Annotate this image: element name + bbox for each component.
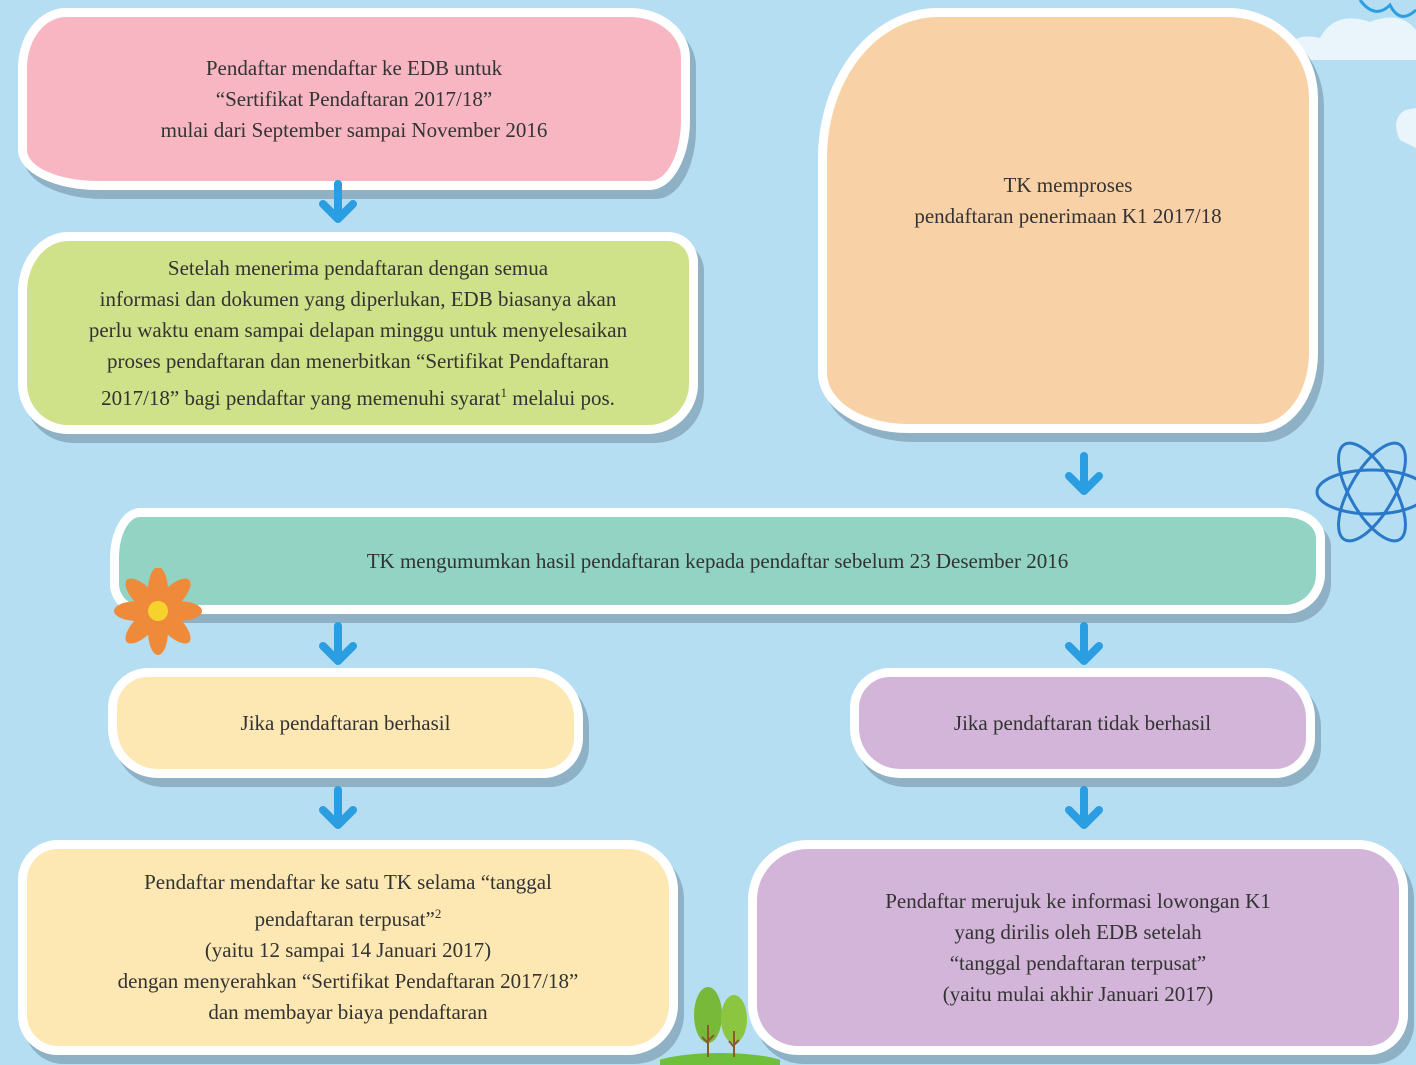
step-tk-process-text: TK memproses pendaftaran penerimaan K1 2…: [914, 172, 1222, 228]
down-arrow-icon: [319, 180, 357, 223]
step-success-detail-a: Pendaftar mendaftar ke satu TK selama “t…: [144, 870, 552, 931]
step-edb-process-text: Setelah menerima pendaftaran dengan semu…: [89, 253, 627, 414]
step-edb-process-box: Setelah menerima pendaftaran dengan semu…: [18, 232, 698, 434]
down-arrow-icon: [1065, 622, 1103, 665]
step-fail-text: Jika pendaftaran tidak berhasil: [953, 710, 1212, 735]
flower-icon: [114, 568, 202, 655]
step-fail-detail-box: Pendaftar merujuk ke informasi lowongan …: [748, 840, 1408, 1055]
step-success-detail-box: Pendaftar mendaftar ke satu TK selama “t…: [18, 840, 678, 1055]
cloud-icon: [1280, 0, 1416, 148]
down-arrow-icon: [319, 786, 357, 829]
footnote-1: 1: [500, 384, 508, 400]
down-arrow-icon: [1065, 786, 1103, 829]
step-edb-process-end: melalui pos.: [507, 385, 615, 410]
step-register-box: Pendaftar mendaftar ke EDB untuk “Sertif…: [18, 8, 690, 190]
down-arrow-icon: [1065, 452, 1103, 495]
step-success-box: Jika pendaftaran berhasil: [108, 668, 583, 778]
tree-icon: [660, 987, 780, 1065]
step-fail-detail-text: Pendaftar merujuk ke informasi lowongan …: [885, 888, 1271, 1006]
step-success-detail-text: Pendaftar mendaftar ke satu TK selama “t…: [118, 867, 579, 1028]
step-fail-box: Jika pendaftaran tidak berhasil: [850, 668, 1315, 778]
step-edb-process-body: Setelah menerima pendaftaran dengan semu…: [88, 255, 628, 410]
down-arrow-icon: [319, 622, 357, 665]
step-announce-box: TK mengumumkan hasil pendaftaran kepada …: [110, 508, 1325, 614]
step-tk-process-box: TK memproses pendaftaran penerimaan K1 2…: [818, 8, 1318, 433]
step-success-text: Jika pendaftaran berhasil: [240, 710, 451, 735]
footnote-2: 2: [434, 906, 442, 921]
step-success-detail-b: (yaitu 12 sampai 14 Januari 2017) dengan…: [117, 938, 579, 1024]
atom-icon: [1315, 441, 1416, 543]
step-register-text: Pendaftar mendaftar ke EDB untuk “Sertif…: [160, 55, 548, 142]
step-announce-text: TK mengumumkan hasil pendaftaran kepada …: [366, 548, 1069, 573]
